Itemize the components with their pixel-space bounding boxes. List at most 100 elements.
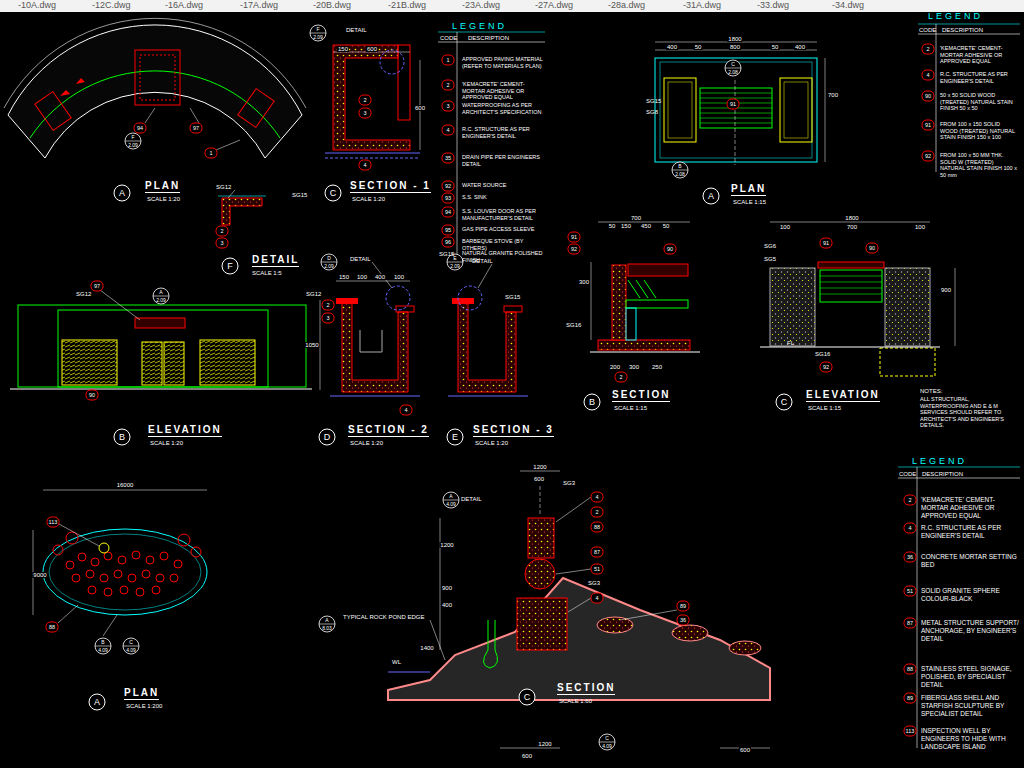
dimension: 300: [578, 279, 590, 285]
detail-sheet: 2.09: [313, 35, 323, 40]
elevation-b: [135, 318, 185, 328]
bench-section: [612, 265, 626, 340]
pond-plan: [66, 532, 78, 544]
sculpture-section: [388, 471, 770, 748]
legend-description: WATERPROOFING AS PER ARCHITECT'S SPECIFI…: [462, 102, 546, 115]
view-title: SECTION - 1: [350, 181, 431, 193]
bench-plan: [655, 42, 825, 165]
sculpture-section: [520, 471, 560, 472]
legend-description: R.C. STRUCTURE AS PER ENGINEER'S DETAIL: [921, 524, 1020, 540]
sculpture-section: [528, 518, 554, 558]
pond-plan: [146, 556, 154, 564]
dimension: 100: [356, 274, 368, 280]
callout-number: 88: [46, 622, 59, 633]
annotation: SG15: [439, 251, 454, 257]
legend-description: R.C. STRUCTURE AS PER ENGINEER'S DETAIL: [940, 71, 1018, 84]
legend-description: DRAIN PIPE PER ENGINEERS DETAIL: [462, 154, 546, 167]
detail-f: [218, 190, 266, 225]
bbq-plan: [4, 18, 306, 158]
detail-sheet: 4.09: [126, 648, 136, 653]
sculpture-section: [729, 641, 761, 655]
bench-plan: [735, 80, 736, 165]
detail-bubble: [123, 638, 139, 654]
detail-ref: C: [731, 62, 735, 67]
callout-number: 97: [190, 123, 203, 134]
bench-elevation: [760, 222, 955, 376]
view-title: SECTION: [557, 683, 615, 695]
section-1: [325, 153, 420, 154]
table-header: DESCRIPTION: [468, 35, 509, 41]
detail-bubble: [321, 254, 337, 270]
callout-number: 3: [442, 101, 455, 112]
callout-number: 90: [664, 244, 677, 255]
callout-number: 91: [727, 99, 740, 110]
file-tab: -20B.dwg: [313, 1, 351, 10]
dimension: 600: [414, 105, 426, 111]
sculpture-section: [517, 598, 567, 650]
bench-section: [626, 300, 688, 308]
elevation-b: [100, 290, 140, 320]
bench-elevation: [880, 348, 935, 376]
pond-plan: [43, 490, 207, 491]
scale-note: SCALE 1:5: [252, 270, 282, 276]
dimension: 50: [662, 223, 671, 229]
bubble-divider: [319, 624, 335, 625]
pond-plan: [136, 588, 144, 596]
section-1: [333, 45, 410, 150]
bench-section: [590, 352, 700, 353]
file-tab: -12C.dwg: [92, 1, 131, 10]
bench-plan: [660, 62, 812, 158]
dimension: 200: [609, 364, 621, 370]
bench-plan: [668, 82, 692, 138]
dimension: 400: [441, 602, 453, 608]
callout-number: 93: [442, 193, 455, 204]
callout-number: 97: [91, 281, 104, 292]
callout-number: 90: [866, 243, 879, 254]
detail-bubble: [599, 734, 615, 750]
legend-description: CONCRETE MORTAR SETTING BED: [921, 553, 1020, 569]
callout-number: 91: [568, 232, 581, 243]
bench-section: [626, 308, 636, 340]
table-header: NOTES:: [920, 388, 942, 394]
detail-sheet: 2.08: [675, 172, 685, 177]
dimension: 100: [393, 274, 405, 280]
pond-plan: [152, 586, 160, 594]
callout-number: 1: [442, 55, 455, 66]
dimension: 50: [771, 44, 780, 50]
legend-heading: LEGEND: [452, 22, 507, 31]
section-2-3: [458, 302, 516, 392]
callout-number: 2: [904, 495, 917, 506]
annotation: SG15: [646, 98, 661, 104]
sculpture-section: [483, 620, 497, 668]
section-2-3: [396, 306, 414, 312]
bench-plan: [825, 58, 826, 162]
pond-plan: [99, 543, 109, 553]
dimension: 1200: [537, 741, 552, 747]
callout-number: 92: [820, 362, 833, 373]
dimension: 700: [630, 215, 642, 221]
file-tab: -21B.dwg: [388, 1, 426, 10]
bench-section: [598, 340, 690, 350]
legend-rules: [936, 24, 937, 172]
pond-plan: [120, 586, 128, 594]
annotation: DETAIL: [461, 496, 482, 502]
pond-plan: [114, 570, 122, 578]
callout-number: 51: [591, 564, 604, 575]
detail-bubble: [95, 638, 111, 654]
detail-ref: A: [159, 290, 162, 295]
bbq-plan: [60, 78, 85, 96]
sculpture-section: [525, 559, 555, 589]
callout-number: 87: [591, 547, 604, 558]
annotation: WL: [392, 659, 401, 665]
legend-heading: LEGEND: [912, 457, 967, 466]
pond-plan: [132, 551, 140, 559]
bubble-divider: [725, 68, 741, 69]
detail-bubble: [672, 162, 688, 178]
table-header: CODE: [899, 471, 916, 477]
pond-plan: [72, 574, 80, 582]
callout-number: 89: [904, 693, 917, 704]
detail-ref: B: [101, 640, 104, 645]
detail-sheet: 4.09: [446, 502, 456, 507]
legend-rules: [918, 24, 1020, 25]
